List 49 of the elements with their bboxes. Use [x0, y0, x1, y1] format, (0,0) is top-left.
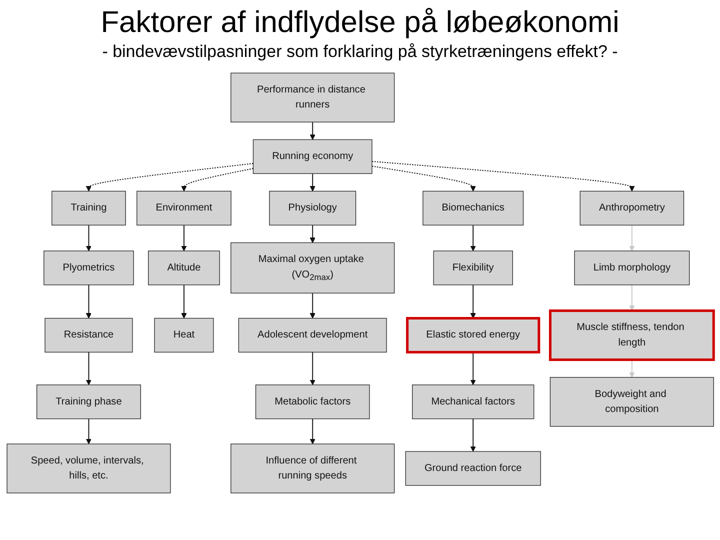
process-box: Performance in distance runners [230, 72, 394, 122]
process-box: Influence of different running speeds [230, 444, 394, 494]
arrow [310, 122, 316, 140]
arrow [180, 224, 186, 252]
process-box: Running economy [252, 139, 372, 174]
arrow [310, 224, 316, 243]
process-box: Physiology [268, 190, 356, 226]
arrow [470, 418, 476, 452]
arrow [86, 162, 254, 192]
arrow [86, 224, 92, 252]
arrow [86, 418, 92, 444]
process-box: Anthropometry [579, 190, 684, 226]
process-box: Heat [154, 318, 214, 352]
arrow [86, 352, 92, 386]
process-box: Training phase [36, 384, 141, 420]
process-box: Speed, volume, intervals, hills, etc. [6, 444, 170, 494]
arrow [310, 352, 316, 386]
arrow [470, 284, 476, 318]
process-box: Metabolic factors [255, 384, 370, 420]
process-box: Training [51, 190, 126, 226]
arrow [180, 168, 254, 192]
subtitle: - bindevævstilpasninger som forklaring på styrketræningens effekt? - [101, 42, 619, 62]
process-box: Bodyweight and composition [550, 377, 714, 427]
arrow [371, 166, 476, 192]
process-box: Muscle stiffness, tendon length [548, 309, 715, 361]
arrow [470, 224, 476, 252]
arrow [628, 359, 634, 378]
arrow [180, 284, 186, 318]
process-box: Flexibility [432, 250, 513, 286]
arrow [86, 284, 92, 318]
arrow [371, 160, 634, 192]
process-box: Plyometrics [43, 250, 134, 286]
arrow [628, 224, 634, 252]
process-box: Resistance [44, 318, 132, 352]
arrow [310, 173, 316, 192]
arrow [470, 352, 476, 386]
process-box: Altitude [148, 250, 220, 286]
process-box: Elastic stored energy [406, 317, 540, 354]
process-box: Maximal oxygen uptake (VO$_{2max}$) [230, 242, 394, 294]
process-box: Environment [136, 190, 232, 226]
arrow [310, 418, 316, 444]
arrow [628, 284, 634, 311]
process-box: Adolescent development [238, 318, 386, 352]
process-box: Biomechanics [422, 190, 524, 226]
process-box: Mechanical factors [412, 384, 534, 420]
title: Faktorer af indflydelse på løbeøkonomi [100, 6, 620, 40]
process-box: Limb morphology [574, 250, 690, 286]
arrow [310, 292, 316, 318]
process-box: Ground reaction force [404, 451, 541, 486]
